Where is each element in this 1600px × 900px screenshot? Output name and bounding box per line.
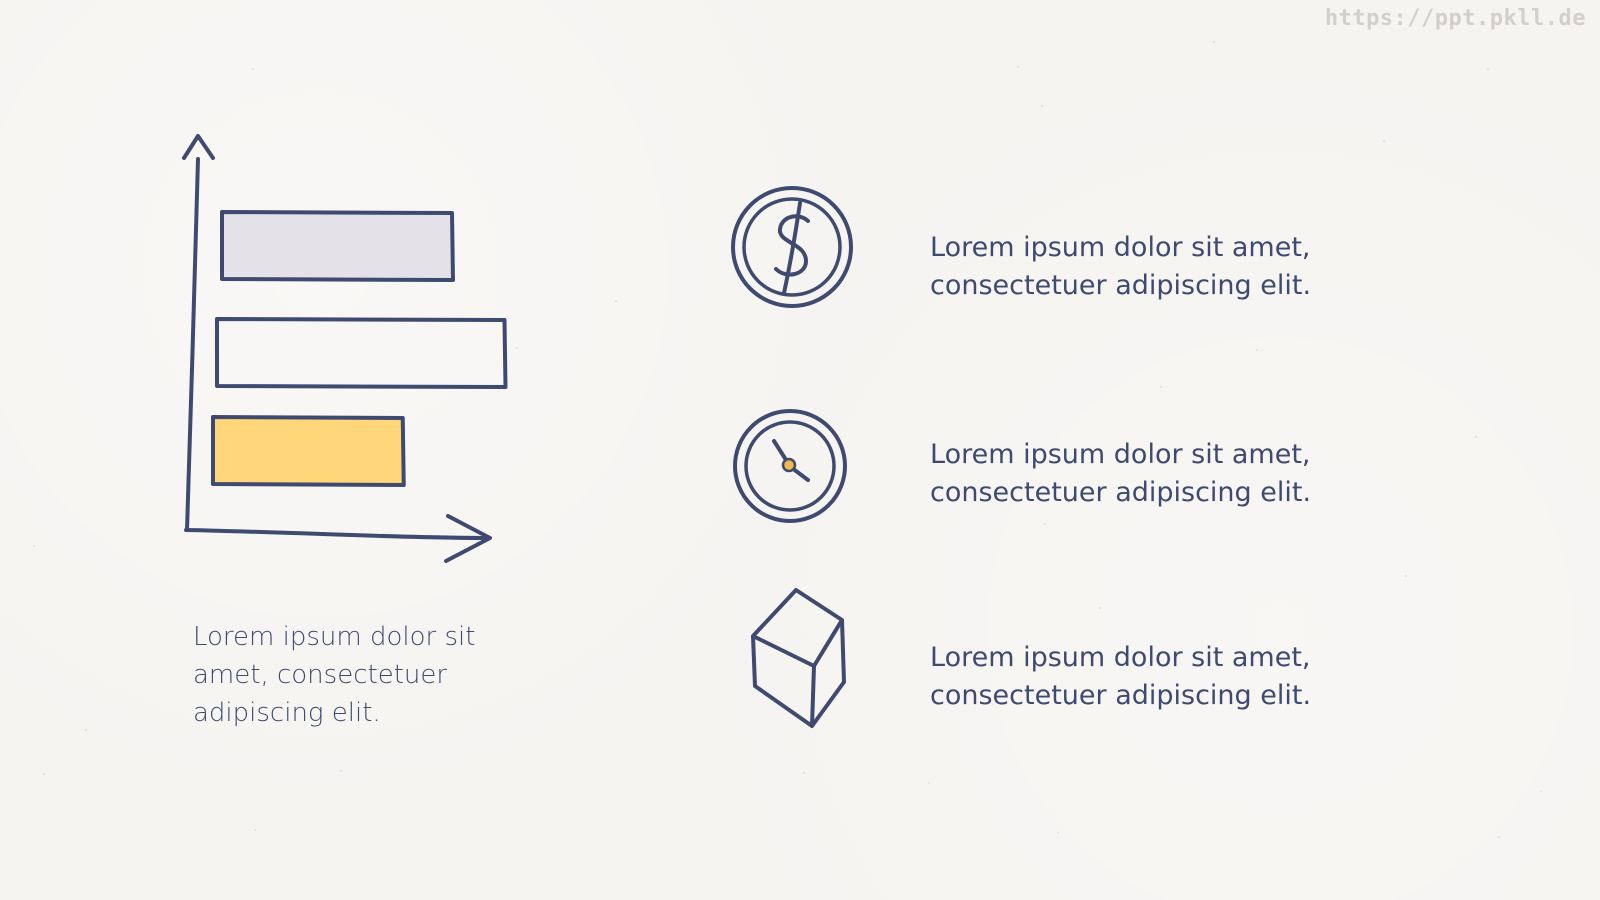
paper-speck <box>1044 523 1046 525</box>
paper-speck <box>803 772 805 774</box>
paper-speck <box>1041 105 1043 107</box>
item-3-line-1: Lorem ipsum dolor sit amet, <box>930 642 1311 673</box>
clock-icon <box>732 408 864 540</box>
bar-2 <box>215 317 508 389</box>
item-2-line-1: Lorem ipsum dolor sit amet, <box>930 439 1311 470</box>
item-2-line-2: consectetuer adipiscing elit. <box>930 477 1312 508</box>
paper-speck <box>516 347 518 349</box>
item-1-line-1: Lorem ipsum dolor sit amet, <box>930 232 1311 263</box>
cube-icon <box>750 588 882 730</box>
paper-speck <box>1540 790 1542 792</box>
dollar-coin-icon <box>730 185 862 317</box>
bar-chart <box>170 120 510 580</box>
paper-speck <box>1475 436 1477 438</box>
paper-speck <box>1256 349 1258 351</box>
paper-speck <box>1017 66 1019 68</box>
paper-speck <box>928 782 930 784</box>
paper-speck <box>1160 386 1162 388</box>
bar-1 <box>220 210 455 282</box>
item-text-2: Lorem ipsum dolor sit amet, consectetuer… <box>930 436 1350 512</box>
item-text-3: Lorem ipsum dolor sit amet, consectetuer… <box>930 639 1350 715</box>
paper-speck <box>1487 68 1489 70</box>
paper-speck <box>85 729 87 731</box>
paper-speck <box>1405 575 1407 577</box>
chart-caption-line-1: Lorem ipsum dolor sit <box>193 622 476 652</box>
paper-speck <box>615 300 617 302</box>
paper-speck <box>1498 836 1500 838</box>
item-1-line-2: consectetuer adipiscing elit. <box>930 270 1312 301</box>
chart-caption-line-3: adipiscing elit. <box>193 698 381 728</box>
bar-3 <box>211 415 406 487</box>
x-axis-arrowhead-icon <box>444 514 492 563</box>
paper-speck <box>1099 607 1101 609</box>
bar-chart-svg <box>182 134 508 563</box>
y-axis-arrowhead-icon <box>182 134 215 160</box>
chart-caption-line-2: amet, consectetuer <box>193 660 448 690</box>
paper-speck <box>1057 832 1059 834</box>
item-3-line-2: consectetuer adipiscing elit. <box>930 680 1312 711</box>
paper-speck <box>1383 140 1385 142</box>
paper-speck <box>254 829 256 831</box>
chart-caption: Lorem ipsum dolor sit amet, consectetuer… <box>193 618 503 732</box>
watermark-text: https://ppt.pkll.de <box>1324 6 1586 31</box>
paper-speck <box>340 770 342 772</box>
paper-speck <box>252 68 254 70</box>
y-axis-line <box>185 157 200 532</box>
paper-speck <box>1213 41 1215 43</box>
paper-speck <box>43 773 45 775</box>
item-text-1: Lorem ipsum dolor sit amet, consectetuer… <box>930 229 1350 305</box>
x-axis-line <box>184 528 488 540</box>
paper-speck <box>33 545 35 547</box>
